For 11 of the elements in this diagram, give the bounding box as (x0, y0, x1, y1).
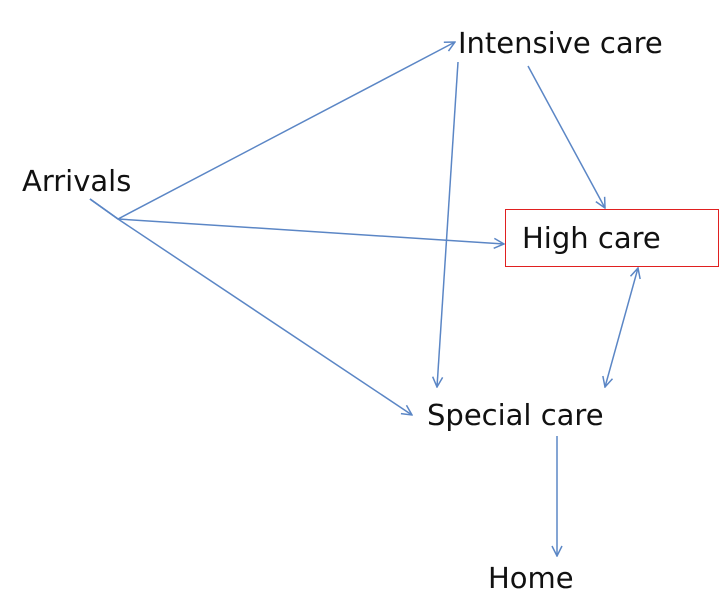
process-box (505, 209, 719, 267)
node-label: Special care (427, 398, 604, 432)
arrow (90, 198, 413, 416)
arrow (602, 267, 641, 388)
arrow (551, 436, 563, 557)
node-label: Arrivals (22, 164, 132, 198)
node-label: Intensive care (458, 26, 663, 60)
node-label: High care (522, 221, 661, 255)
arrow (432, 62, 459, 388)
node-label: Home (488, 561, 574, 595)
arrow (527, 66, 606, 209)
